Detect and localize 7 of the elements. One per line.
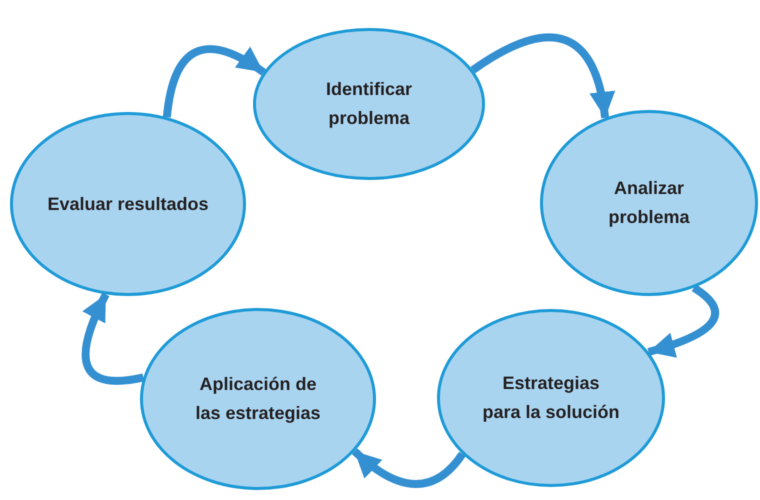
- node-label: Estrategias para la solución: [481, 372, 621, 424]
- node-label: Identificar problema: [324, 78, 414, 130]
- node-label: Analizar problema: [607, 177, 691, 229]
- node-label: Evaluar resultados: [47, 192, 209, 216]
- block-arrow: [162, 45, 266, 118]
- node-label: Aplicación de las estrategias: [194, 373, 322, 425]
- block-arrow: [470, 34, 614, 118]
